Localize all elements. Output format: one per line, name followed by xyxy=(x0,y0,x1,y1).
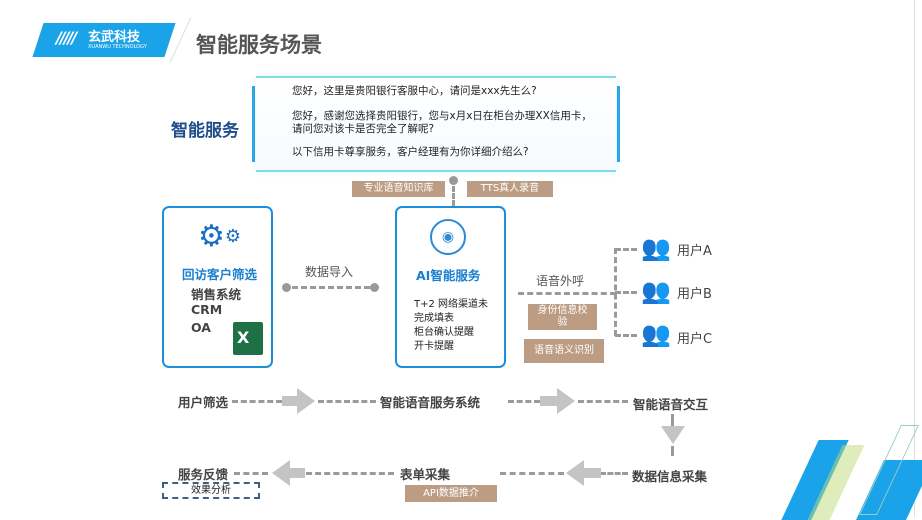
voice-service-icon: ◉ xyxy=(430,219,466,255)
flow-line xyxy=(600,472,628,475)
tag-identity: 身份信息校验 xyxy=(528,304,597,330)
flow-line xyxy=(232,400,282,403)
ai-item: 柜台确认提醒 xyxy=(414,327,474,338)
connector-dot xyxy=(449,176,458,185)
arrow-right-icon xyxy=(297,388,315,414)
arrow-left-icon xyxy=(272,460,290,486)
flow-step: 表单采集 xyxy=(400,467,451,482)
outbound-line xyxy=(518,292,616,295)
user-label: 用户A xyxy=(677,244,712,259)
edge-line xyxy=(914,0,915,517)
arrow-left-icon xyxy=(289,468,305,478)
user-label: 用户C xyxy=(677,332,713,347)
tag-tts: TTS真人录音 xyxy=(467,181,553,197)
brand-mark-icon: ///// xyxy=(56,28,77,47)
branch-line xyxy=(615,291,637,294)
ai-item: 完成填表 xyxy=(414,313,454,324)
ai-item: 开卡提醒 xyxy=(414,341,454,352)
connector-dot xyxy=(370,283,379,292)
tag-knowledge: 专业语音知识库 xyxy=(352,181,445,197)
arrow-down-icon xyxy=(661,426,685,444)
flow-line xyxy=(671,414,674,426)
outbound-label: 语音外呼 xyxy=(536,274,585,288)
flow-step: 数据信息采集 xyxy=(632,469,708,484)
client-filter-box xyxy=(162,206,273,368)
tag-semantic: 语音语义识别 xyxy=(524,339,604,363)
branch-line xyxy=(615,248,637,251)
flow-line xyxy=(671,446,674,456)
effect-analysis: 效果分析 xyxy=(162,482,260,499)
ai-service-list: T+2 网络渠道未 完成填表 柜台确认提醒 开卡提醒 xyxy=(414,298,488,354)
connector-dot xyxy=(282,283,291,292)
section-label: 智能服务 xyxy=(171,121,239,141)
users-icon: 👥 xyxy=(641,277,671,305)
tag-text: 验 xyxy=(557,317,568,328)
arrow-right-icon xyxy=(557,388,575,414)
tag-text: 身份信息校 xyxy=(537,305,588,316)
ai-item: T+2 网络渠道未 xyxy=(414,299,489,310)
connector-line xyxy=(452,186,455,206)
flow-line xyxy=(578,400,628,403)
users-icon: 👥 xyxy=(641,234,671,262)
system-item: 销售系统 xyxy=(191,287,242,302)
excel-icon: X xyxy=(233,322,263,355)
brand-name: 玄武科技 xyxy=(88,30,141,45)
dialog-box xyxy=(252,76,620,172)
brand-sub: XUANWU TECHNOLOGY xyxy=(88,44,147,50)
gears-icon: ⚙⚙ xyxy=(198,219,242,254)
ai-service-title: AI智能服务 xyxy=(416,268,481,283)
arrow-right-icon xyxy=(282,396,298,406)
flow-line xyxy=(500,472,564,475)
arrow-left-icon xyxy=(583,468,601,478)
branch-line xyxy=(615,334,637,337)
system-item: CRM xyxy=(191,302,223,317)
tag-api: API数据推介 xyxy=(405,485,497,502)
system-item: OA xyxy=(191,320,211,335)
dialog-line: 请问您对该卡是否完全了解呢? xyxy=(292,123,435,135)
flow-line xyxy=(508,400,540,403)
flow-step: 服务反馈 xyxy=(178,467,229,482)
users-icon: 👥 xyxy=(641,320,671,348)
flow-line xyxy=(318,400,376,403)
arrow-right-icon xyxy=(540,396,558,406)
flow-step: 用户筛选 xyxy=(178,395,229,410)
flow-line xyxy=(306,472,394,475)
user-label: 用户B xyxy=(677,287,712,302)
client-filter-title: 回访客户筛选 xyxy=(182,267,258,282)
page-title: 智能服务场景 xyxy=(196,33,322,57)
import-line xyxy=(292,286,370,289)
dialog-line: 您好，感谢您选择贵阳银行，您与x月x日在柜台办理XX信用卡， xyxy=(292,110,592,122)
flow-step: 智能语音交互 xyxy=(633,397,709,412)
arrow-left-icon xyxy=(566,460,584,486)
import-label: 数据导入 xyxy=(305,265,354,279)
dialog-line: 以下信用卡尊享服务，客户经理有为你详细介绍么? xyxy=(292,146,529,158)
dialog-line: 您好，这里是贵阳银行客服中心，请问是xxx先生么? xyxy=(292,85,537,97)
flow-line xyxy=(234,472,268,475)
flow-step: 智能语音服务系统 xyxy=(380,395,481,410)
